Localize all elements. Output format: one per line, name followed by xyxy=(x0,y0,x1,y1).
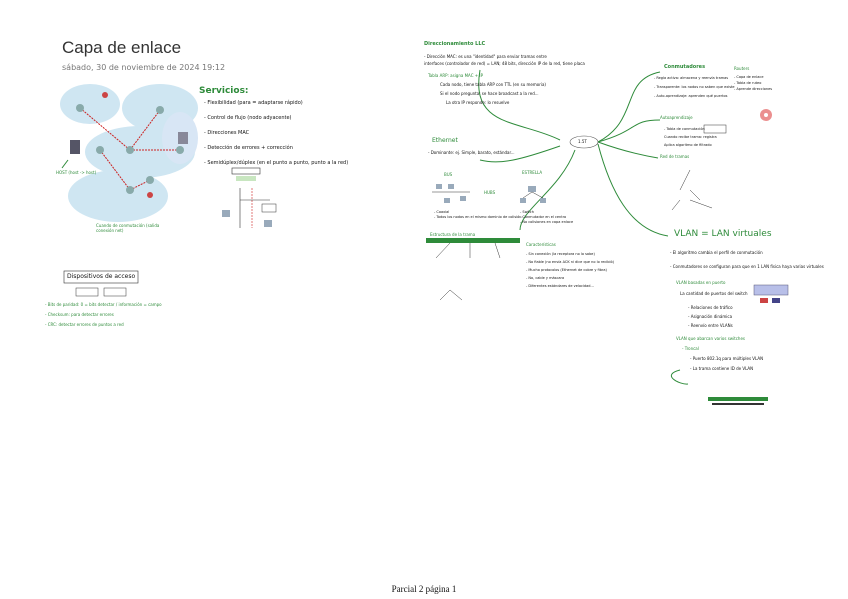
list-item: - Flexibilidad (para = adaptarse rápido) xyxy=(204,100,303,106)
ruteo-heading: Routers xyxy=(734,66,750,71)
trama-heading: Estructura de la trama xyxy=(430,232,476,237)
list-item: - No colisiones en capa enlace xyxy=(520,220,574,224)
list-item: - No fiable (no envía ACK ni dice que no… xyxy=(526,260,614,264)
topology-sketches xyxy=(432,184,546,203)
list-item: - Tabla de ruteo xyxy=(734,81,762,85)
bus-list: - Coaxial - Todos los nodos en el mismo … xyxy=(434,210,522,220)
list-item: - Transparente: los nodos no saben que e… xyxy=(654,85,735,89)
ethernet-desc: - Dominante: ej. Simple, barato, estánda… xyxy=(428,150,515,155)
ethernet-heading: Ethernet xyxy=(432,137,458,144)
tree-sketch xyxy=(671,169,713,211)
page-date: sábado, 30 de noviembre de 2024 xyxy=(62,63,200,72)
list-item: - Diferentes estándares de velocidad... xyxy=(526,284,594,288)
direccionamiento-heading: Direccionamiento LLC xyxy=(424,41,486,47)
list-item: - Auto-aprendizaje: aprenden qué puertos xyxy=(654,94,728,98)
list-item: - Mucho protocolos (Ethernet de cobre y … xyxy=(526,268,607,272)
mind-map-curves xyxy=(478,69,689,385)
vlan-line: VLAN basadas en puerto xyxy=(676,280,726,285)
switch-table-sketch xyxy=(703,109,772,134)
conmutadores-list: - Regla activa: almacena y reenvía trama… xyxy=(654,74,735,101)
autoaprendizaje-heading: Autoaprendizaje xyxy=(660,115,693,120)
list-item: - Direcciones MAC xyxy=(204,130,250,136)
ruteo-list: - Capa de enlace - Tabla de ruteo - Apre… xyxy=(734,74,772,92)
vlan-line: - Reenvío entre VLANs xyxy=(688,323,733,328)
trama-bar xyxy=(426,238,520,243)
dir-line: interfaces (controlador de red) = LAN; 4… xyxy=(424,61,585,66)
list-item: Aplica algoritmo de filtrado xyxy=(664,143,712,147)
host-badge: HOST (host -> host) xyxy=(56,170,97,175)
page-footer: Parcial 2 página 1 xyxy=(391,584,457,594)
vlan-line: - Asignación dinámica xyxy=(688,314,733,319)
diagram-caption: Cuando de conmutación (salida conexión n… xyxy=(96,223,160,233)
hubs-label: HUBS xyxy=(484,190,496,195)
list-item: - Control de flujo (nodo adyacente) xyxy=(204,115,292,121)
vlan-line: VLAN que abarcan varios switches xyxy=(676,336,746,341)
list-item: - Aprende direcciones xyxy=(734,87,773,91)
list-item: - Todos los nodos en el mismo dominio de… xyxy=(434,215,522,219)
list-item: - No, cable y máscara xyxy=(526,276,565,280)
caracteristicas-heading: Características xyxy=(526,242,556,247)
list-item: - Bits de paridad: 0 = bits detectar / i… xyxy=(45,302,162,307)
list-item: - CRC: detectar errores de puntos a red xyxy=(45,322,124,327)
autoaprendizaje-list: - Tabla de conmutación Cuando recibe tra… xyxy=(664,125,717,149)
vlan-trunk-bar xyxy=(708,397,768,405)
list-item: - Conmutador en el centro xyxy=(520,215,567,219)
dir-line: Si el nodo pregunta: se hace broadcast a… xyxy=(440,91,539,96)
acceso-list: - Bits de paridad: 0 = bits detectar / i… xyxy=(45,302,162,327)
list-item: - Regla activa: almacena y reenvía trama… xyxy=(654,76,729,80)
acceso-heading: Dispositivos de acceso xyxy=(67,273,136,280)
vlan-line: - Troncal xyxy=(682,346,699,351)
vlan-line: La cantidad de puertos del switch xyxy=(680,291,748,296)
caracteristicas-list: - Sin conexión (la receptora no lo sabe)… xyxy=(526,250,614,290)
bus-label: BUS xyxy=(444,172,453,177)
network-diagram xyxy=(60,84,198,222)
dir-line: - Dirección MAC: es una "identidad" para… xyxy=(424,54,547,59)
vlan-line: - Puerto 802.1q para múltiples VLAN xyxy=(690,356,764,361)
vlan-heading: VLAN = LAN virtuales xyxy=(674,229,772,239)
page-title: Capa de enlace xyxy=(62,38,182,57)
list-item: - Tabla de conmutación xyxy=(664,127,705,131)
list-item: - Semidúplex/dúplex (en el punto a punto… xyxy=(204,160,349,166)
estrella-list: - Switch - Conmutador en el centro - No … xyxy=(520,210,573,225)
servicios-list: - Flexibilidad (para = adaptarse rápido)… xyxy=(204,100,348,167)
dir-line: Tabla ARP: asigna MAC + IP xyxy=(428,73,483,78)
vlan-switch-sketch xyxy=(753,284,789,303)
conmutadores-heading: Conmutadores xyxy=(664,64,706,70)
list-item: - Capa de enlace xyxy=(734,75,764,79)
dir-line: La otra IP responde: lo resuelve xyxy=(446,100,510,105)
vlan-line: - La trama contiene ID de VLAN xyxy=(690,366,754,371)
list-item: - Checksum: para detectar errores xyxy=(45,312,114,317)
estrella-label: ESTRELLA xyxy=(522,170,543,175)
red-heading: Red de tramas xyxy=(660,154,690,159)
list-item: - Detección de errores + corrección xyxy=(204,145,293,151)
vlan-line: - El algoritmo cambia el perfil de conmu… xyxy=(670,250,763,255)
center-node: 1.5T xyxy=(578,139,587,144)
list-item: - Coaxial xyxy=(434,210,450,214)
acceso-heading-box xyxy=(63,270,139,284)
frame-sketch xyxy=(222,167,277,228)
list-item: - Switch xyxy=(520,210,534,214)
vlan-line: - Relaciones de tráfico xyxy=(688,305,733,310)
page-time: 19:12 xyxy=(202,63,226,72)
list-item: - Sin conexión (la receptora no lo sabe) xyxy=(526,252,595,256)
servicios-heading: Servicios: xyxy=(199,86,249,96)
dir-line: Cada nodo, tiene tabla ARP con TTL (en s… xyxy=(440,82,546,87)
list-item: Cuando recibe trama: registra xyxy=(664,135,717,139)
vlan-line: - Conmutadores se configuran para que en… xyxy=(670,264,824,269)
trama-tree xyxy=(435,242,501,301)
